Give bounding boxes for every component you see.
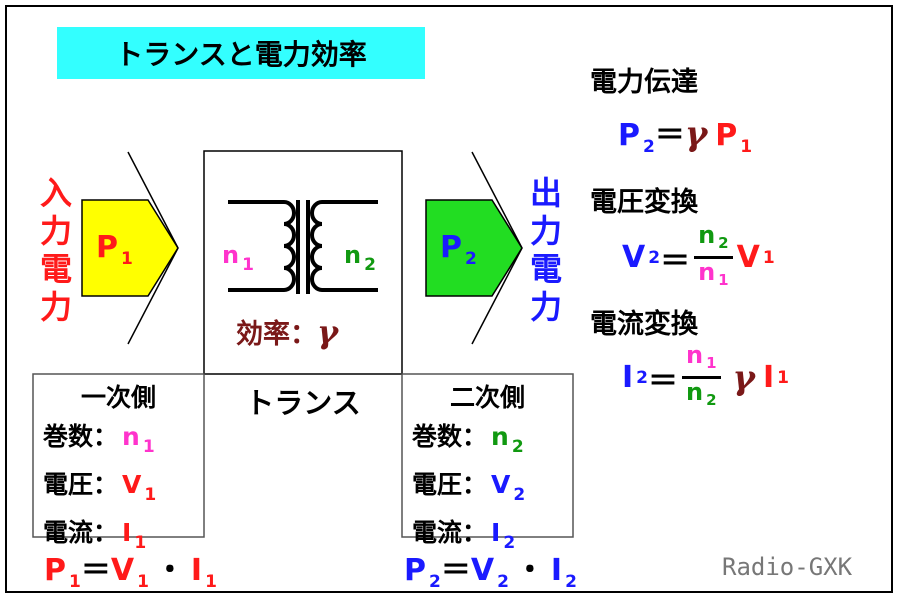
transformer-symbol-icon [228,200,378,294]
transformer-box [203,150,403,375]
output-line-top [471,151,523,249]
output-power-label: 出力電力 [529,174,562,326]
transformer-name: トランス [245,386,361,420]
output-line-bottom [471,247,523,345]
input-power-label: 入力電力 [39,174,72,326]
power-transfer-heading: 電力伝達 [590,67,698,98]
primary-box [32,373,205,538]
input-line-top [127,151,179,249]
efficiency-label: 効率：γ [236,313,339,351]
secondary-title: 二次側 [449,383,525,412]
voltage-conversion-heading: 電圧変換 [590,187,698,218]
secondary-box [401,373,574,538]
primary-title: 一次側 [80,383,156,412]
watermark: Radio-GXK [722,553,853,581]
input-line-bottom [127,247,179,345]
current-conversion-heading: 電流変換 [590,309,698,340]
diagram-title: トランスと電力効率 [57,27,425,79]
output-power-shape [425,199,523,297]
input-power-shape [81,199,179,297]
